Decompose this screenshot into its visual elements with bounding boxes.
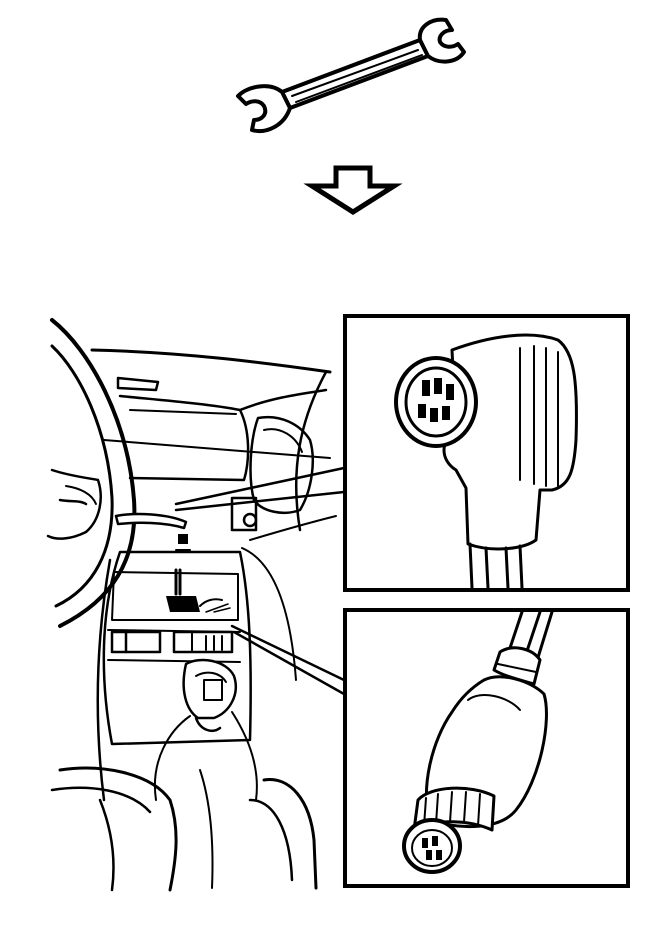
detail-panel-top <box>343 314 630 592</box>
wrench-icon <box>236 17 466 133</box>
callout-leader-top <box>174 466 346 512</box>
right-angle-connector-icon <box>394 333 578 590</box>
dashboard-scene <box>46 318 337 892</box>
round-connector-icon <box>402 610 554 874</box>
callout-leader-bottom <box>230 624 346 696</box>
detail-panel-bottom <box>343 608 630 888</box>
arrow-down-icon <box>303 165 403 215</box>
